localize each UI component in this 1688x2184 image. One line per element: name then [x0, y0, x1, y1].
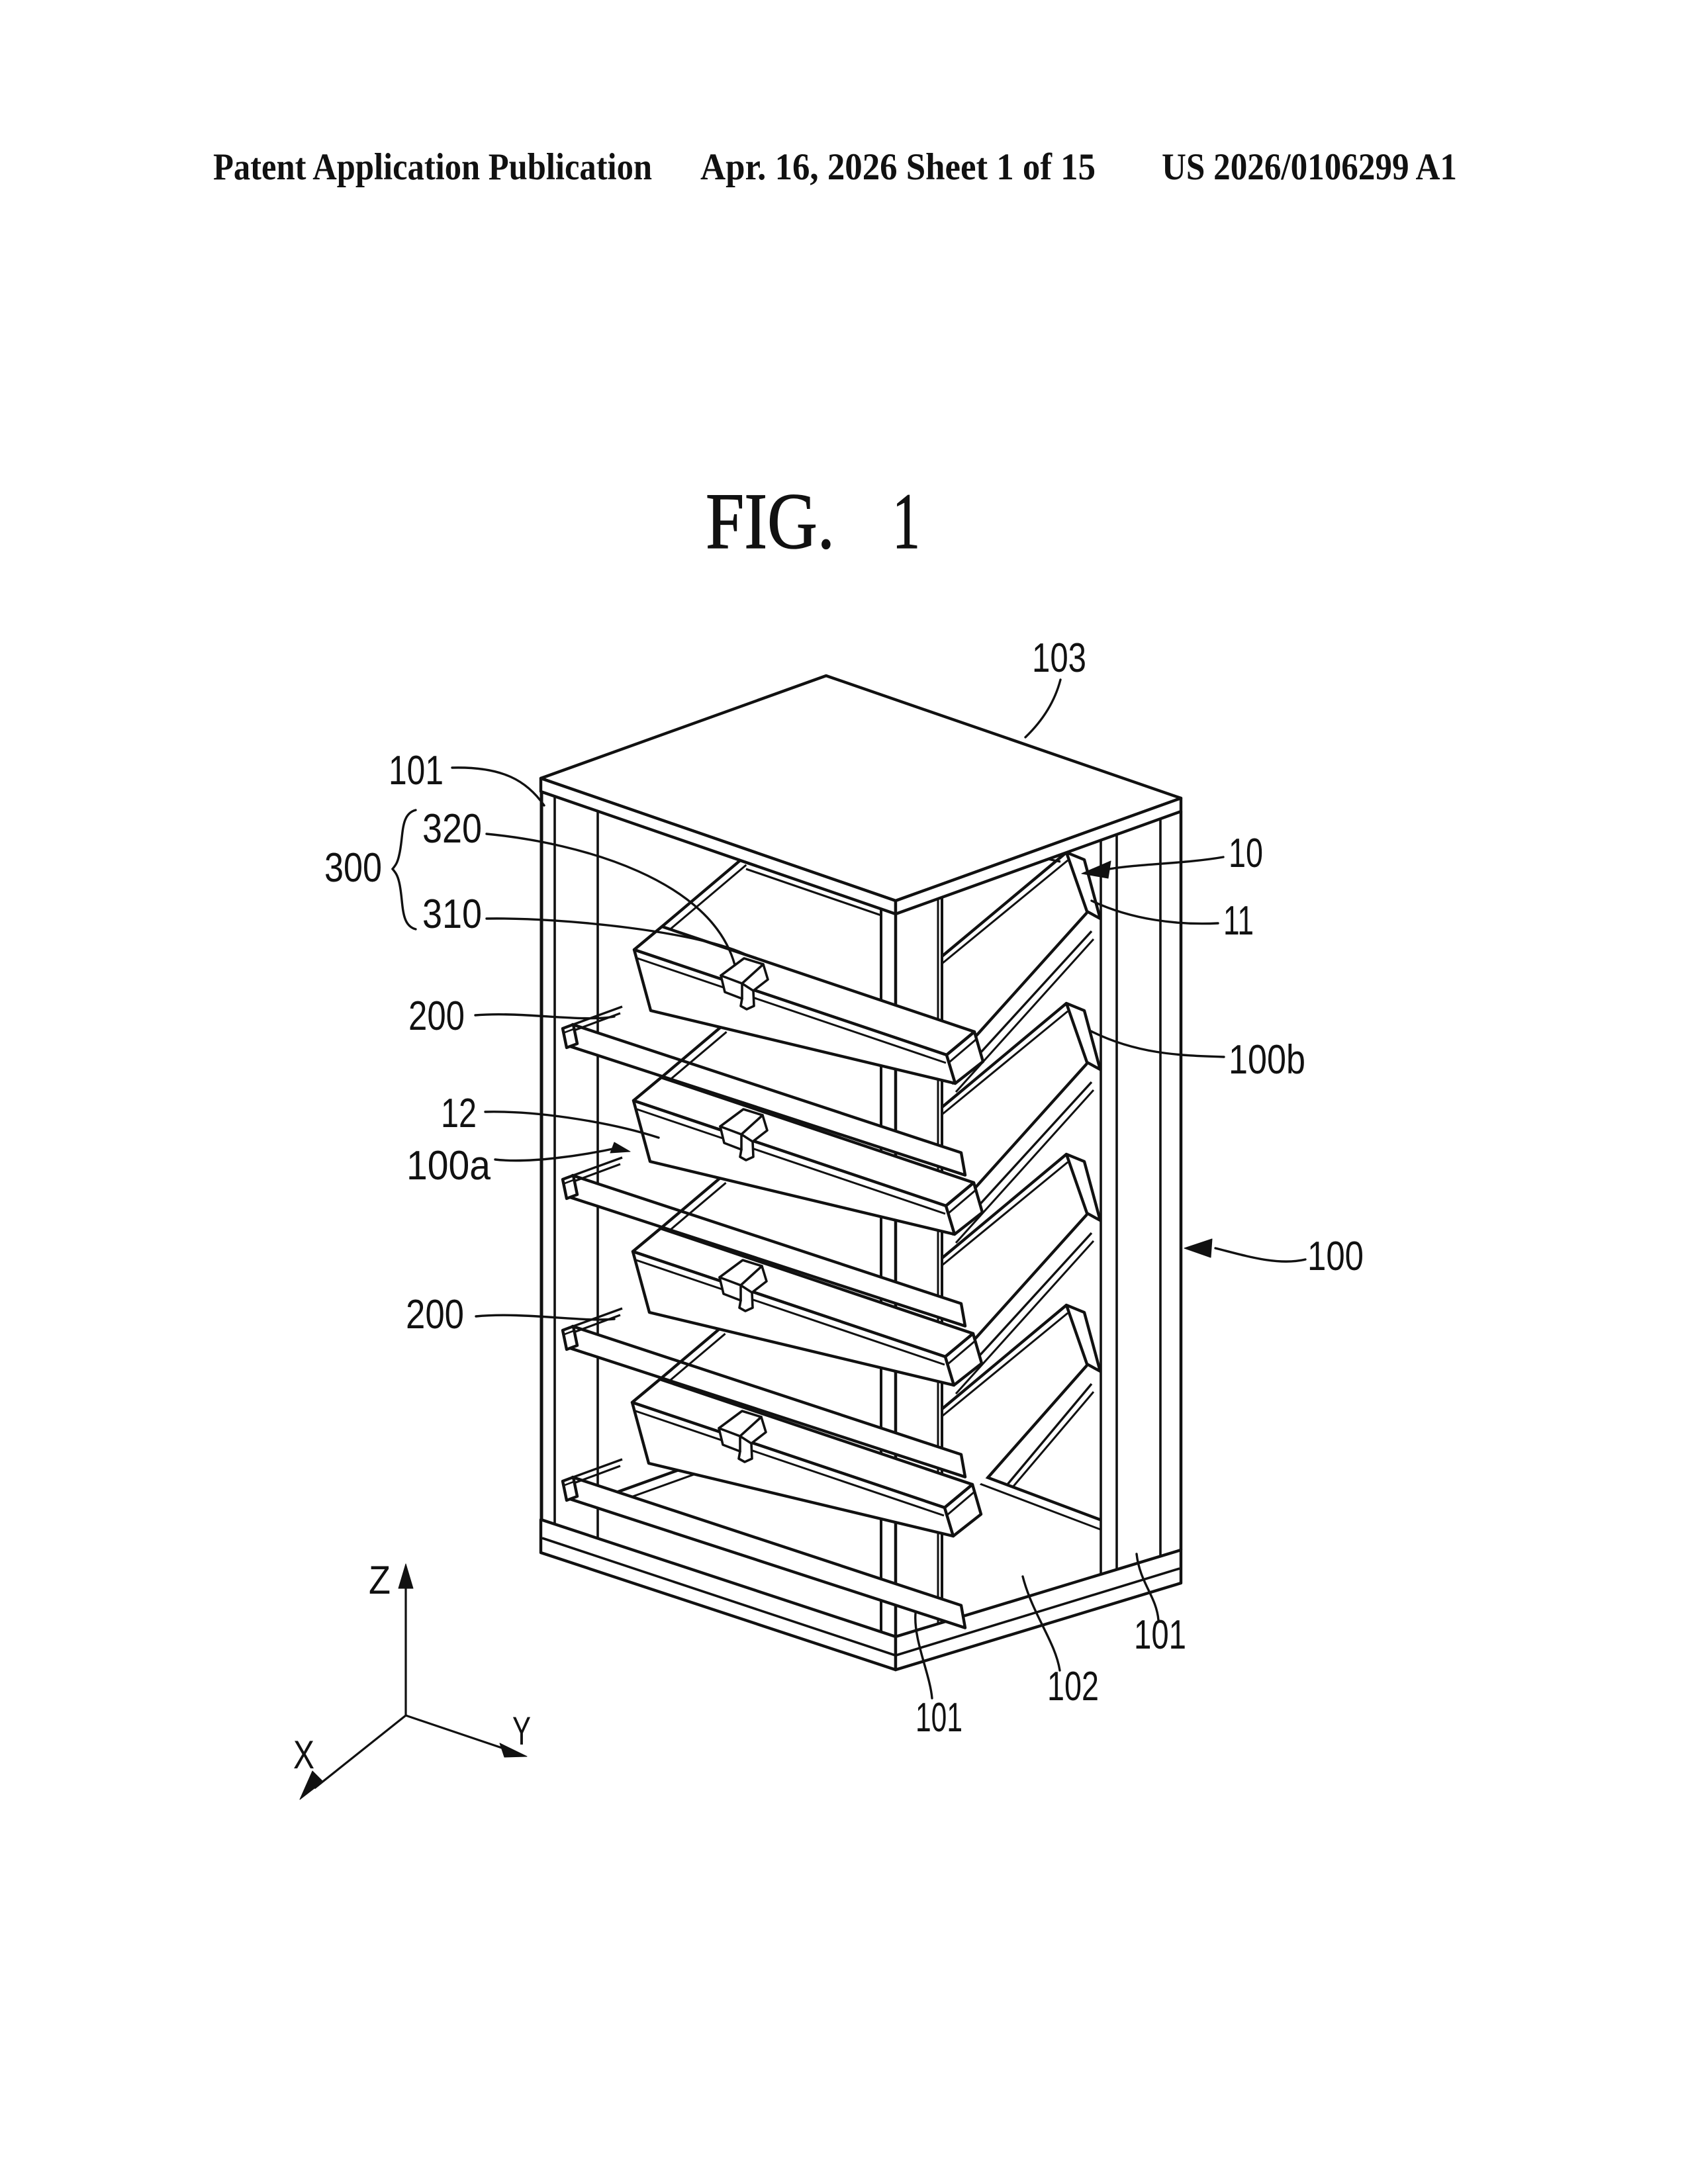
svg-text:12: 12	[441, 1091, 477, 1136]
svg-text:1: 1	[892, 477, 920, 566]
svg-text:Patent Application Publication: Patent Application Publication	[213, 146, 652, 188]
svg-text:Apr. 16, 2026 Sheet 1 of 15: Apr. 16, 2026 Sheet 1 of 15	[700, 146, 1096, 188]
svg-text:300: 300	[324, 845, 382, 891]
svg-text:FIG.: FIG.	[706, 477, 835, 566]
svg-text:101: 101	[1134, 1612, 1186, 1658]
svg-text:103: 103	[1032, 635, 1086, 681]
svg-text:100: 100	[1307, 1234, 1364, 1279]
svg-text:Z: Z	[369, 1558, 391, 1602]
svg-text:101: 101	[915, 1695, 962, 1741]
svg-text:11: 11	[1223, 898, 1254, 944]
svg-text:Y: Y	[512, 1709, 531, 1753]
svg-text:X: X	[293, 1733, 314, 1777]
svg-text:100b: 100b	[1229, 1037, 1305, 1083]
svg-text:US 2026/0106299 A1: US 2026/0106299 A1	[1162, 146, 1457, 188]
svg-text:101: 101	[389, 748, 444, 794]
svg-text:200: 200	[406, 1292, 464, 1338]
svg-text:100a: 100a	[406, 1143, 491, 1189]
svg-text:200: 200	[408, 993, 465, 1039]
svg-text:310: 310	[422, 891, 482, 937]
svg-text:102: 102	[1047, 1664, 1099, 1709]
svg-text:320: 320	[422, 806, 482, 852]
svg-text:10: 10	[1229, 831, 1263, 876]
